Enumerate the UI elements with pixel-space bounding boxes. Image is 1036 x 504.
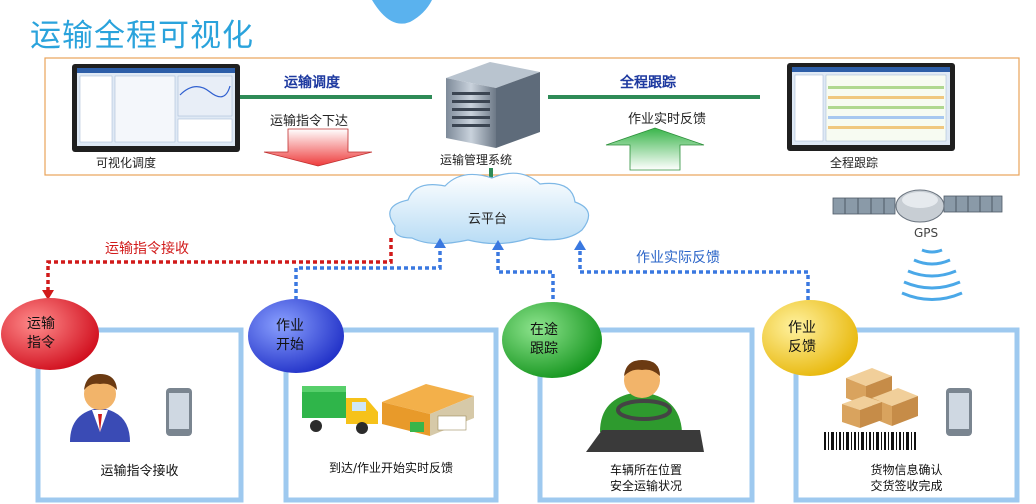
instruction-receive-label: 运输指令接收 — [105, 241, 189, 257]
warehouse-icon — [382, 384, 474, 436]
badge-start — [248, 299, 344, 373]
feedback-label: 作业实际反馈 — [636, 250, 720, 266]
decor-blob — [372, 0, 432, 24]
boxes-icon — [842, 368, 918, 428]
left-screen-label: 可视化调度 — [96, 156, 157, 170]
dispatch-arrow — [263, 128, 373, 167]
person-icon — [70, 374, 130, 442]
instruction-path — [46, 238, 393, 292]
start-feedback-path — [294, 246, 442, 300]
satellite-icon — [832, 189, 1003, 223]
page-title: 运输全程可视化 — [30, 18, 254, 54]
dispatch-sub: 运输指令下达 — [270, 114, 349, 129]
tracking-sub: 作业实时反馈 — [628, 112, 707, 127]
panel-instruction-caption: 运输指令接收 — [100, 464, 179, 479]
barcode-icon — [824, 432, 916, 450]
panel-start-caption: 到达/作业开始实时反馈 — [328, 461, 454, 475]
server-label: 运输管理系统 — [440, 153, 513, 167]
badge-start-label: 作业 开始 — [276, 318, 304, 353]
signal-waves-icon — [901, 248, 963, 301]
phone-icon — [166, 388, 192, 436]
badge-transit-label: 在途 跟踪 — [530, 322, 558, 357]
tracking-title: 全程跟踪 — [620, 75, 676, 91]
delivery-feedback-path — [578, 248, 810, 300]
panel-delivery-caption: 货物信息确认 交货签收完成 — [870, 463, 943, 493]
transit-feedback-path — [496, 248, 555, 306]
dispatch-title: 运输调度 — [284, 75, 340, 91]
tracking-arrow — [605, 127, 705, 171]
phone-icon-delivery — [946, 388, 972, 436]
badge-instruction-label: 运输 指令 — [27, 316, 55, 351]
cloud-shape — [389, 172, 590, 245]
panel-transit-caption: 车辆所在位置 安全运输状况 — [609, 463, 682, 493]
badge-instruction — [1, 298, 99, 370]
right-screen-label: 全程跟踪 — [830, 156, 879, 170]
right-monitor — [787, 63, 955, 151]
badge-transit — [502, 302, 602, 378]
gps-label: GPS — [914, 226, 939, 240]
badge-delivery-label: 作业 反馈 — [788, 320, 816, 355]
truck-icon — [302, 386, 378, 434]
left-monitor — [72, 64, 240, 152]
cloud-label: 云平台 — [468, 212, 508, 227]
server-icon — [446, 62, 540, 148]
driver-icon — [586, 360, 704, 452]
badge-delivery — [762, 300, 858, 376]
